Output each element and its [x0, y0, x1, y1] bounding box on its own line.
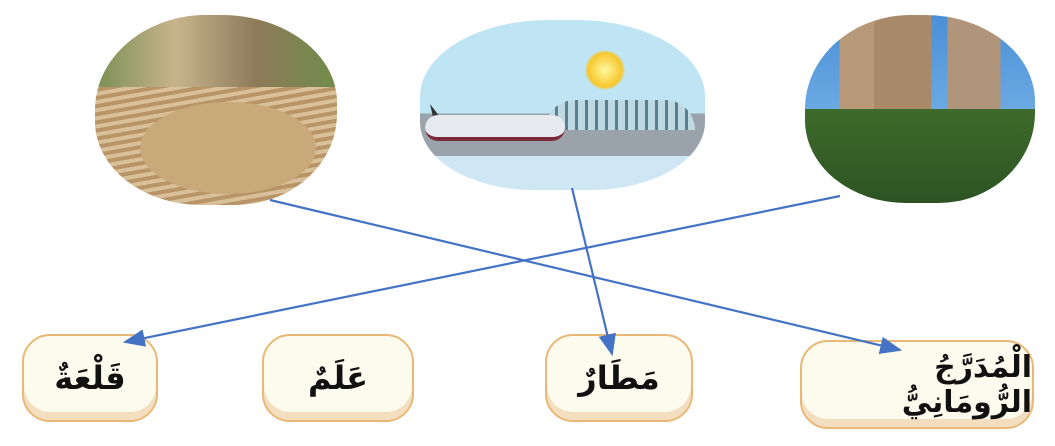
word-label: الْمُدَرَّجُ الرُّومَانِيُّ: [901, 349, 1032, 420]
arrow-amphitheater-to-word: [269, 198, 903, 354]
airplane-icon: [425, 115, 565, 141]
castle-image: [805, 15, 1035, 203]
arrow-airport-to-word: [570, 187, 616, 357]
sun-icon: [585, 50, 625, 90]
word-card-castle[interactable]: قَلْعَةٌ: [22, 334, 158, 422]
amphitheater-image: [95, 15, 337, 205]
arrow-castle-to-word: [122, 194, 841, 347]
airport-image: [420, 20, 705, 190]
word-label: عَلَمٌ: [308, 359, 369, 397]
terminal-building: [545, 100, 695, 130]
word-label: قَلْعَةٌ: [54, 359, 126, 397]
word-label: مَطَارٌ: [578, 359, 660, 397]
word-card-flag[interactable]: عَلَمٌ: [262, 334, 414, 422]
word-card-amphitheater[interactable]: الْمُدَرَّجُ الرُّومَانِيُّ: [800, 340, 1034, 429]
word-card-airport[interactable]: مَطَارٌ: [545, 334, 693, 422]
